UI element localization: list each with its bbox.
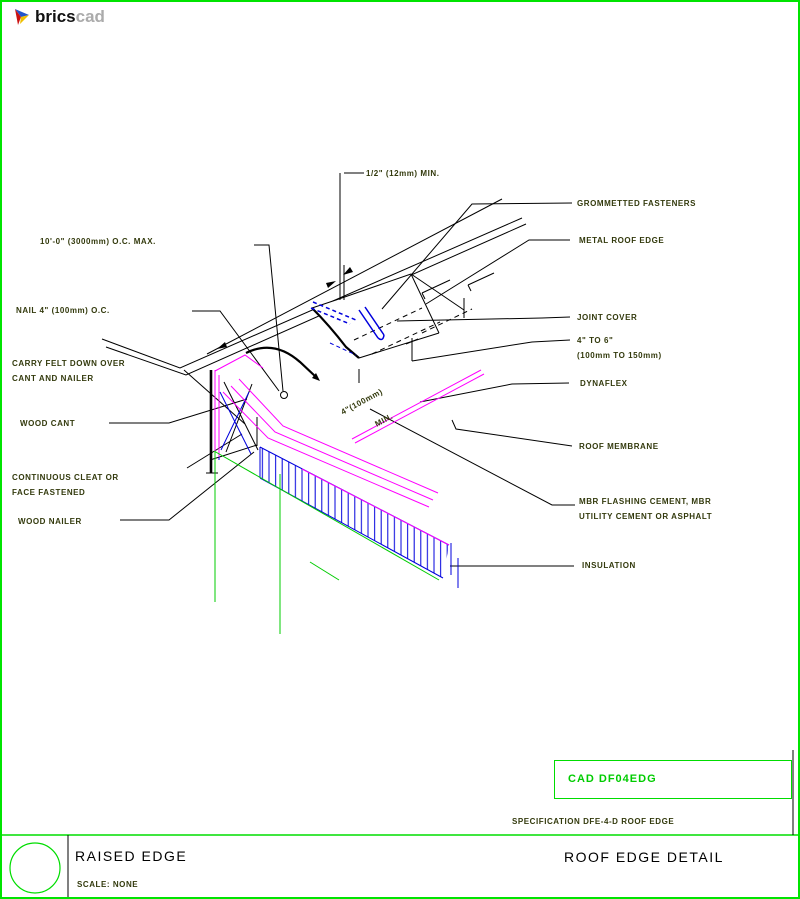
label-carry-felt-line1: CARRY FELT DOWN OVER xyxy=(12,359,126,368)
label-wood-cant: WOOD CANT xyxy=(20,419,76,428)
dim-half-inch-label: 1/2" (12mm) MIN. xyxy=(366,169,440,178)
dimension-arrows xyxy=(217,267,353,349)
label-mbr-line2: UTILITY CEMENT OR ASPHALT xyxy=(579,512,713,521)
label-nail-oc: NAIL 4" (100mm) O.C. xyxy=(16,306,110,315)
label-4-to-6: 4" TO 6" (100mm TO 150mm) xyxy=(577,333,662,363)
label-wood-nailer: WOOD NAILER xyxy=(18,517,82,526)
label-cleat-line1: CONTINUOUS CLEAT OR xyxy=(12,473,119,482)
label-oc-max: 10'-0" (3000mm) O.C. MAX. xyxy=(40,237,156,246)
detail-title: RAISED EDGE xyxy=(75,848,188,864)
label-carry-felt-line2: CANT AND NAILER xyxy=(12,374,94,383)
label-4-to-6-line1: 4" TO 6" xyxy=(577,336,614,345)
half-inch-dimension xyxy=(339,172,364,300)
cad-stamp-code: CAD DF04EDG xyxy=(568,773,657,785)
logo-text-cad: cad xyxy=(75,7,105,26)
wall-structure xyxy=(206,370,259,474)
label-insulation: INSULATION xyxy=(582,561,636,570)
label-roof-membrane: ROOF MEMBRANE xyxy=(579,442,659,451)
label-4-to-6-line2: (100mm TO 150mm) xyxy=(577,351,662,360)
cad-stamp-box: CAD DF04EDG xyxy=(554,760,792,799)
membrane-lines xyxy=(214,354,485,546)
logo-text-brics: brics xyxy=(35,7,76,26)
scale-label: SCALE: NONE xyxy=(77,880,139,889)
nail-head-circle xyxy=(280,391,288,399)
right-leader-lines xyxy=(381,202,574,567)
title-block-frame xyxy=(2,750,798,897)
fasteners-and-cleat xyxy=(218,301,385,460)
label-mbr-line1: MBR FLASHING CEMENT, MBR xyxy=(579,497,712,506)
label-grommetted-fasteners: GROMMETTED FASTENERS xyxy=(577,199,697,208)
title-block-circle xyxy=(9,842,61,894)
roof-deck-lines xyxy=(353,272,575,506)
label-metal-roof-edge: METAL ROOF EDGE xyxy=(579,236,665,245)
deck-lines xyxy=(213,450,440,634)
parapet-top-lines xyxy=(101,198,527,376)
label-carry-felt: CARRY FELT DOWN OVER CANT AND NAILER xyxy=(12,356,125,386)
felt-curve-arrow xyxy=(245,346,320,381)
specification-line: SPECIFICATION DFE-4-D ROOF EDGE xyxy=(512,817,675,826)
label-cleat-line2: FACE FASTENED xyxy=(12,488,86,497)
label-joint-cover: JOINT COVER xyxy=(577,313,638,322)
label-mbr-flashing: MBR FLASHING CEMENT, MBR UTILITY CEMENT … xyxy=(579,494,712,524)
left-leader-lines xyxy=(109,244,284,521)
label-dynaflex: DYNAFLEX xyxy=(580,379,628,388)
sheet-title: ROOF EDGE DETAIL xyxy=(564,849,724,865)
label-continuous-cleat: CONTINUOUS CLEAT OR FACE FASTENED xyxy=(12,470,119,500)
bricscad-logo-icon xyxy=(15,8,29,25)
